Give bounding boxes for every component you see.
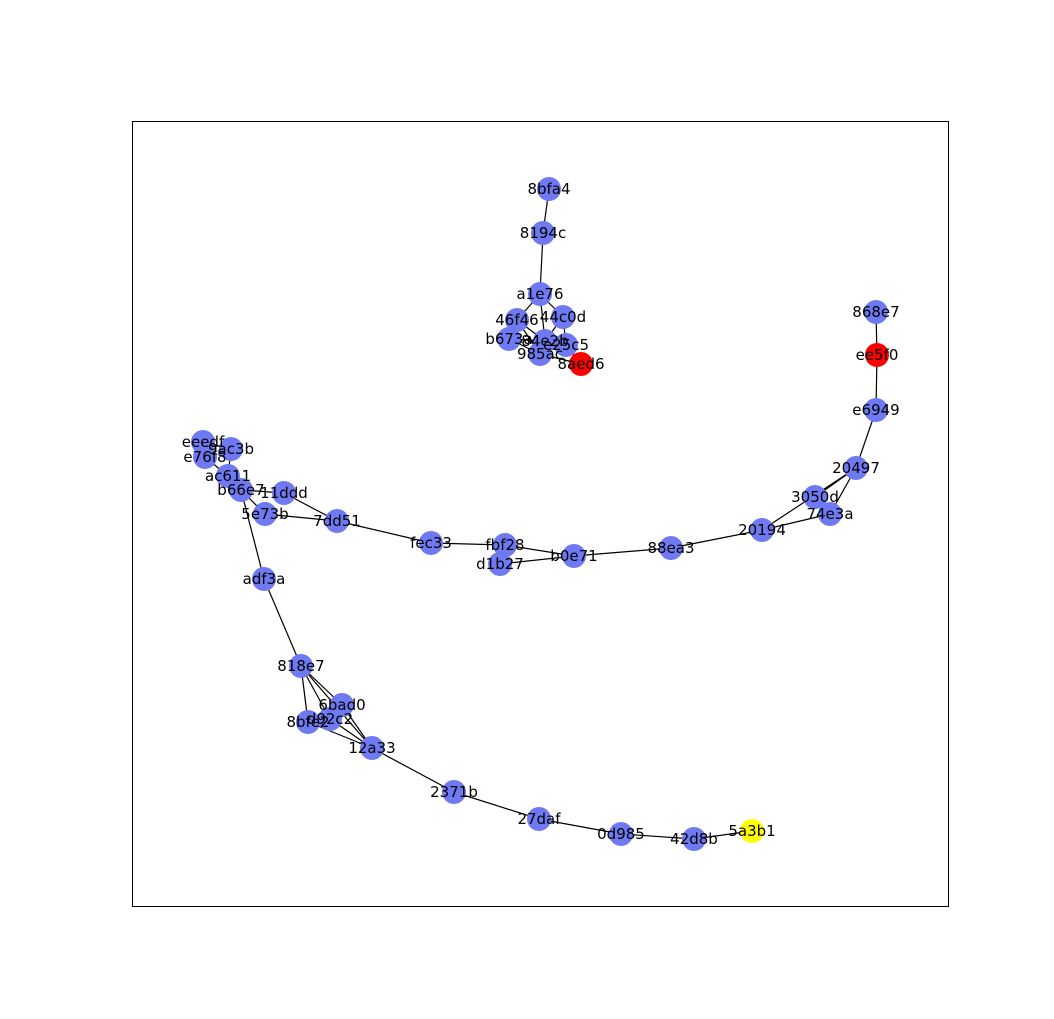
edge-2371b-27daf [453, 791, 540, 820]
node-label-3050d: 3050d [791, 488, 839, 506]
node-label-0d985: 0d985 [597, 825, 645, 843]
node-label-fbf28: fbf28 [485, 536, 524, 554]
plot-frame [132, 121, 949, 907]
node-label-985ac: 985ac [517, 345, 563, 363]
node-label-20497: 20497 [832, 459, 880, 477]
node-8bfe2[interactable] [296, 710, 320, 734]
node-8bfa4[interactable] [537, 177, 561, 201]
node-0d985[interactable] [609, 822, 633, 846]
node-d92c2[interactable] [318, 707, 342, 731]
node-fec33[interactable] [419, 531, 443, 555]
node-label-b66e7: b66e7 [217, 481, 264, 499]
node-label-7dd51: 7dd51 [313, 512, 361, 530]
node-a1e76[interactable] [528, 282, 552, 306]
node-12a33[interactable] [360, 736, 384, 760]
node-e6949[interactable] [864, 398, 888, 422]
nodes-layer [191, 177, 889, 851]
edge-88ea3-b0e71 [573, 547, 672, 557]
node-label-8bfe2: 8bfe2 [286, 713, 329, 731]
node-5e73b[interactable] [253, 502, 277, 526]
node-label-b0e71: b0e71 [550, 547, 597, 565]
node-label-74e3a: 74e3a [806, 505, 853, 523]
node-fbf28[interactable] [493, 533, 517, 557]
node-eeedf[interactable] [191, 430, 215, 454]
node-5a3b1[interactable] [740, 819, 764, 843]
node-label-868e7: 868e7 [852, 303, 899, 321]
node-label-e6949: e6949 [852, 401, 899, 419]
node-46f46[interactable] [505, 308, 529, 332]
node-7dd51[interactable] [325, 509, 349, 533]
node-label-ac611: ac611 [205, 467, 251, 485]
node-e25c5[interactable] [554, 333, 578, 357]
node-868e7[interactable] [864, 300, 888, 324]
node-985ac[interactable] [528, 342, 552, 366]
edge-b0e71-d1b27 [499, 555, 575, 565]
edge-adf3a-818e7 [263, 578, 302, 667]
node-42d8b[interactable] [682, 827, 706, 851]
node-20194[interactable] [750, 518, 774, 542]
node-9ac3b[interactable] [219, 437, 243, 461]
node-3050d[interactable] [803, 485, 827, 509]
node-label-a1e76: a1e76 [516, 285, 563, 303]
node-label-d92c2: d92c2 [307, 710, 353, 728]
edge-20194-88ea3 [670, 529, 763, 549]
node-label-20194: 20194 [738, 521, 786, 539]
node-label-5e73b: 5e73b [241, 505, 288, 523]
node-ac611[interactable] [216, 464, 240, 488]
node-label-e25c5: e25c5 [543, 336, 589, 354]
edge-0d985-42d8b [620, 833, 695, 840]
node-label-ee5f0: ee5f0 [856, 346, 899, 364]
edge-27daf-0d985 [538, 818, 622, 835]
node-label-8bfa4: 8bfa4 [527, 180, 570, 198]
node-label-eeedf: eeedf [182, 433, 225, 451]
node-label-42d8b: 42d8b [670, 830, 718, 848]
node-2371b[interactable] [442, 780, 466, 804]
node-20497[interactable] [844, 456, 868, 480]
node-label-fec33: fec33 [410, 534, 452, 552]
node-label-adf3a: adf3a [243, 570, 286, 588]
node-label-12a33: 12a33 [348, 739, 395, 757]
node-label-8194c: 8194c [520, 224, 566, 242]
edge-12a33-2371b [371, 747, 455, 793]
node-ee5f0[interactable] [865, 343, 889, 367]
node-label-46f46: 46f46 [495, 311, 538, 329]
node-818e7[interactable] [289, 654, 313, 678]
edge-7dd51-5e73b [264, 513, 338, 522]
node-8aed6[interactable] [569, 352, 593, 376]
node-11ddd[interactable] [272, 481, 296, 505]
node-88ea3[interactable] [659, 536, 683, 560]
node-74e3a[interactable] [818, 502, 842, 526]
edge-fec33-7dd51 [336, 520, 432, 544]
edge-b66e7-adf3a [240, 489, 265, 580]
node-d1b27[interactable] [488, 552, 512, 576]
node-label-b673a: b673a [485, 330, 532, 348]
node-label-9ac3b: 9ac3b [208, 440, 254, 458]
node-b0e71[interactable] [562, 544, 586, 568]
node-label-8aed6: 8aed6 [557, 355, 604, 373]
node-label-2371b: 2371b [430, 783, 478, 801]
node-label-11ddd: 11ddd [260, 484, 308, 502]
node-adf3a[interactable] [252, 567, 276, 591]
node-44c0d[interactable] [551, 305, 575, 329]
node-label-88ea3: 88ea3 [647, 539, 694, 557]
node-b673a[interactable] [497, 327, 521, 351]
node-label-84e2b: 84e2b [521, 332, 568, 350]
node-27daf[interactable] [527, 807, 551, 831]
edge-fbf28-fec33 [430, 542, 506, 546]
node-8194c[interactable] [531, 221, 555, 245]
node-label-27daf: 27daf [517, 810, 561, 828]
node-label-5a3b1: 5a3b1 [728, 822, 775, 840]
node-label-6bad0: 6bad0 [318, 696, 365, 714]
node-label-d1b27: d1b27 [476, 555, 524, 573]
node-label-818e7: 818e7 [277, 657, 324, 675]
node-label-44c0d: 44c0d [540, 308, 586, 326]
node-label-e76f8: e76f8 [183, 448, 226, 466]
